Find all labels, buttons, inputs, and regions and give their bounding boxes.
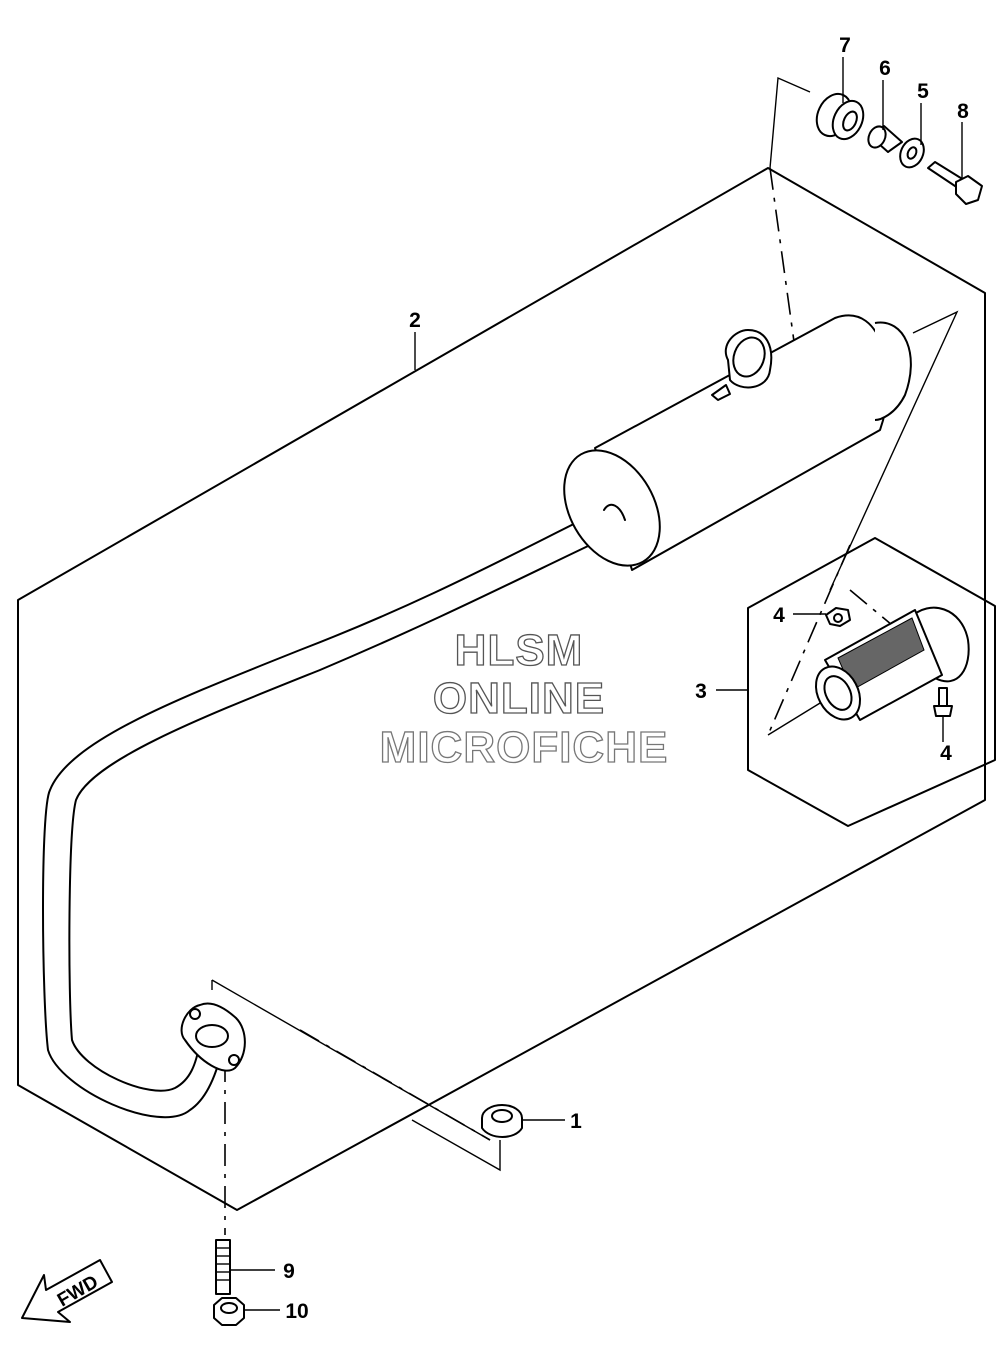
washer-5 [899,137,925,169]
callout-4-upper: 4 [773,604,785,627]
screw-4-lower [933,687,953,717]
grommet-7 [815,92,865,141]
exhaust-pipe [42,507,623,1119]
spark-arrester [814,606,970,721]
callout-10: 10 [285,1300,308,1323]
callout-5: 5 [917,80,929,103]
collar-6 [867,125,903,153]
exhaust-flange [180,1002,246,1072]
bolt-8 [927,161,983,205]
callout-7: 7 [839,34,851,57]
callout-2: 2 [409,309,421,332]
callout-8: 8 [957,100,969,123]
watermark: HLSM ONLINE MICROFICHE [379,625,669,772]
callout-1: 1 [570,1110,582,1133]
muffler [563,314,912,571]
watermark-line1: HLSM [455,626,584,675]
assembly-box-outline [17,167,986,1211]
gasket-1 [481,1104,523,1138]
nut-10 [213,1297,245,1326]
callouts: 7 6 5 8 2 3 4 4 1 9 10 [283,34,969,1323]
watermark-line3: MICROFICHE [380,723,669,772]
callout-3: 3 [695,680,707,703]
stud-bolt-9 [215,1239,231,1295]
callout-9: 9 [283,1260,295,1283]
forward-arrow: FWD [21,1259,113,1323]
callout-4-lower: 4 [940,742,952,765]
screw-4-upper [825,607,851,627]
watermark-line2: ONLINE [433,674,605,723]
leader-lines [230,57,963,1311]
callout-6: 6 [879,57,891,80]
inset-box-outline [747,537,996,827]
